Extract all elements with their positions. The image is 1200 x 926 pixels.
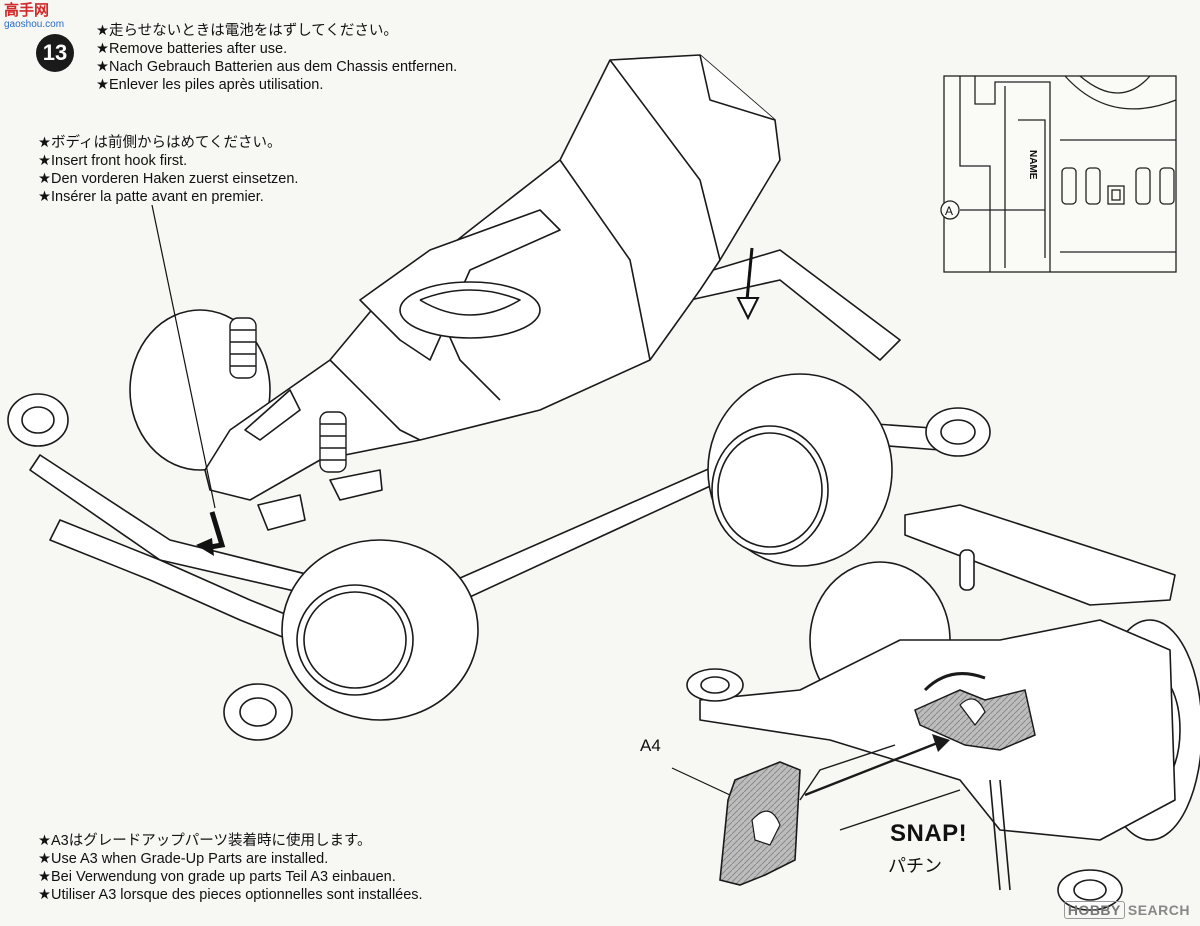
body-note-jp: ★ボディは前側からはめてください。	[38, 135, 282, 151]
rear-down-arrow	[745, 247, 754, 301]
part-a3-detail	[959, 698, 986, 726]
grade-note-fr: ★Utiliser A3 lorsque des pieces optionne…	[38, 887, 423, 903]
step-number-badge: 13	[36, 34, 74, 72]
insert-arrow	[804, 740, 941, 797]
rotate-arrow	[923, 672, 986, 692]
body-note-fr: ★Insérer la patte avant en premier.	[38, 189, 264, 205]
part-a4-label: A4	[640, 736, 661, 755]
inset-part-label: A	[945, 204, 953, 218]
grade-note-en: ★Use A3 when Grade-Up Parts are installe…	[38, 851, 329, 867]
car-main	[7, 54, 991, 741]
snap-leader-line	[839, 789, 961, 831]
a4-leader-line	[671, 767, 731, 796]
battery-note: ★走らせないときは電池をはずしてください。 ★Remove batteries …	[96, 22, 457, 94]
battery-note-jp: ★走らせないときは電池をはずしてください。	[96, 23, 398, 39]
insert-arrowhead	[932, 734, 950, 752]
battery-note-de: ★Nach Gebrauch Batterien aus dem Chassis…	[96, 59, 458, 75]
body-hook-note: ★ボディは前側からはめてください。 ★Insert front hook fir…	[38, 134, 298, 206]
body-note-leader-line	[151, 204, 216, 509]
battery-note-en: ★Remove batteries after use.	[96, 41, 288, 57]
front-hook-arrowhead	[196, 538, 214, 556]
snap-label: SNAP!	[890, 820, 968, 847]
body-note-en: ★Insert front hook first.	[38, 153, 188, 169]
rear-down-arrowhead	[736, 297, 760, 321]
grade-note-de: ★Bei Verwendung von grade up parts Teil …	[38, 869, 396, 885]
inset-name-label: NAME	[1027, 150, 1038, 180]
body-note-de: ★Den vorderen Haken zuerst einsetzen.	[38, 171, 299, 187]
snap-label-jp: パチン	[888, 856, 942, 876]
insert-guide-line	[799, 744, 896, 801]
battery-note-fr: ★Enlever les piles après utilisation.	[96, 77, 324, 93]
grade-note-jp: ★A3はグレードアップパーツ装着時に使用します。	[38, 833, 372, 849]
inset-detail	[940, 75, 1177, 273]
car-rear-view	[686, 504, 1200, 911]
watermark-logo: 高手网 gaoshou.com	[4, 2, 65, 30]
grade-up-note: ★A3はグレードアップパーツ装着時に使用します。 ★Use A3 when Gr…	[38, 832, 423, 904]
shock-dampers	[229, 317, 347, 473]
part-a4-detail	[751, 810, 781, 846]
